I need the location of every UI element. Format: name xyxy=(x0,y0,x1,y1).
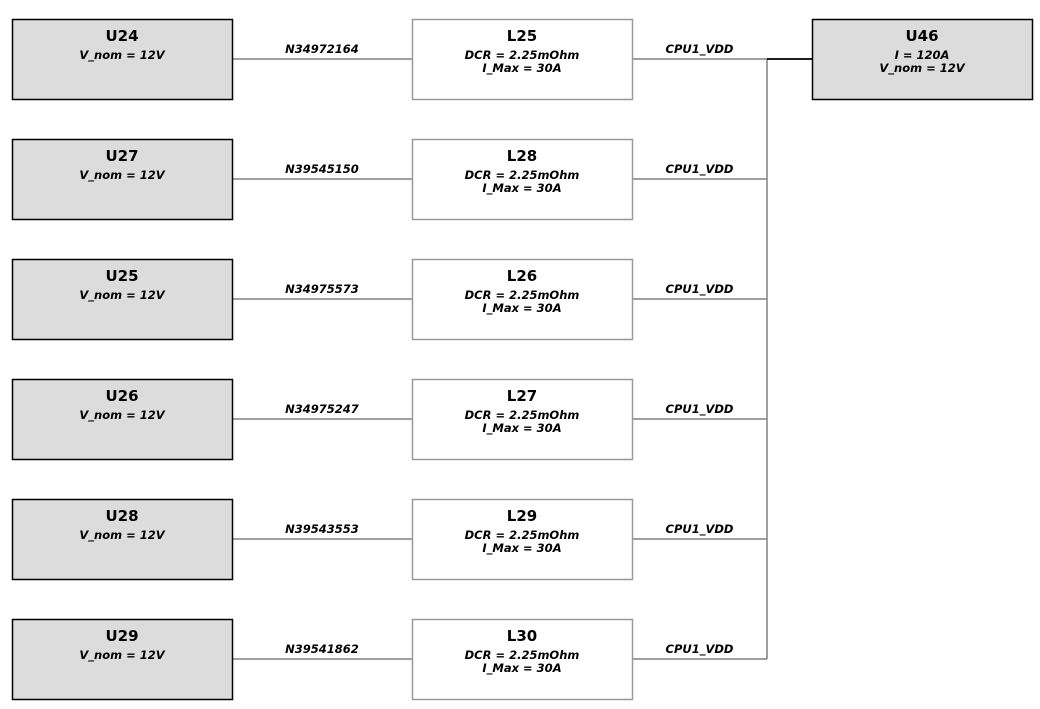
source-u28-designator: U28 xyxy=(105,507,138,525)
net-label-output: CPU1_VDD xyxy=(666,642,734,657)
inductor-l30-property: DCR = 2.25mOhm xyxy=(465,648,580,662)
net-label-input: N34975247 xyxy=(285,402,359,416)
inductor-l25-designator: L25 xyxy=(507,27,537,45)
source-u24-designator: U24 xyxy=(105,27,138,45)
inductor-l26-property: I_Max = 30A xyxy=(482,301,561,316)
source-u26-property: V_nom = 12V xyxy=(79,408,165,423)
inductor-l29-property: DCR = 2.25mOhm xyxy=(465,528,580,542)
source-u25-designator: U25 xyxy=(105,267,138,285)
source-u29-designator: U29 xyxy=(105,627,138,645)
inductor-l28-box xyxy=(411,138,634,221)
inductor-l27-property: DCR = 2.25mOhm xyxy=(465,408,580,422)
inductor-l28-designator: L28 xyxy=(507,147,537,165)
inductor-l25-property: DCR = 2.25mOhm xyxy=(465,48,580,62)
load-u46-box xyxy=(811,18,1034,101)
net-label-input: N39543553 xyxy=(285,522,359,536)
inductor-l25-box xyxy=(411,18,634,101)
source-u25-property: V_nom = 12V xyxy=(79,288,165,303)
inductor-l30-box xyxy=(411,618,634,701)
load-u46-property: V_nom = 12V xyxy=(879,61,965,76)
inductor-l29-property: I_Max = 30A xyxy=(482,541,561,556)
inductor-l26-box xyxy=(411,258,634,341)
inductor-l27-box xyxy=(411,378,634,461)
net-label-output: CPU1_VDD xyxy=(666,522,734,537)
source-u24-property: V_nom = 12V xyxy=(79,48,165,63)
source-u25-box xyxy=(11,258,234,341)
inductor-l27-property: I_Max = 30A xyxy=(482,421,561,436)
inductor-l28-property: I_Max = 30A xyxy=(482,181,561,196)
inductor-l26-designator: L26 xyxy=(507,267,537,285)
net-label-input: N39545150 xyxy=(285,162,359,176)
source-u27-designator: U27 xyxy=(105,147,138,165)
inductor-l26-property: DCR = 2.25mOhm xyxy=(465,288,580,302)
source-u27-box xyxy=(11,138,234,221)
source-u28-property: V_nom = 12V xyxy=(79,528,165,543)
net-label-output: CPU1_VDD xyxy=(666,42,734,57)
net-label-output: CPU1_VDD xyxy=(666,162,734,177)
source-u29-property: V_nom = 12V xyxy=(79,648,165,663)
net-label-input: N34975573 xyxy=(285,282,359,296)
inductor-l27-designator: L27 xyxy=(507,387,537,405)
source-u26-box xyxy=(11,378,234,461)
inductor-l25-property: I_Max = 30A xyxy=(482,61,561,76)
inductor-l30-designator: L30 xyxy=(507,627,537,645)
source-u28-box xyxy=(11,498,234,581)
inductor-l28-property: DCR = 2.25mOhm xyxy=(465,168,580,182)
load-u46-designator: U46 xyxy=(905,27,938,45)
inductor-l29-box xyxy=(411,498,634,581)
source-u24-box xyxy=(11,18,234,101)
net-label-output: CPU1_VDD xyxy=(666,402,734,417)
net-label-input: N34972164 xyxy=(285,42,359,56)
net-label-input: N39541862 xyxy=(285,642,359,656)
source-u27-property: V_nom = 12V xyxy=(79,168,165,183)
wires-layer xyxy=(232,58,812,660)
inductor-l29-designator: L29 xyxy=(507,507,537,525)
source-u26-designator: U26 xyxy=(105,387,138,405)
source-u29-box xyxy=(11,618,234,701)
load-u46-property: I = 120A xyxy=(895,48,950,62)
net-label-output: CPU1_VDD xyxy=(666,282,734,297)
inductor-l30-property: I_Max = 30A xyxy=(482,661,561,676)
